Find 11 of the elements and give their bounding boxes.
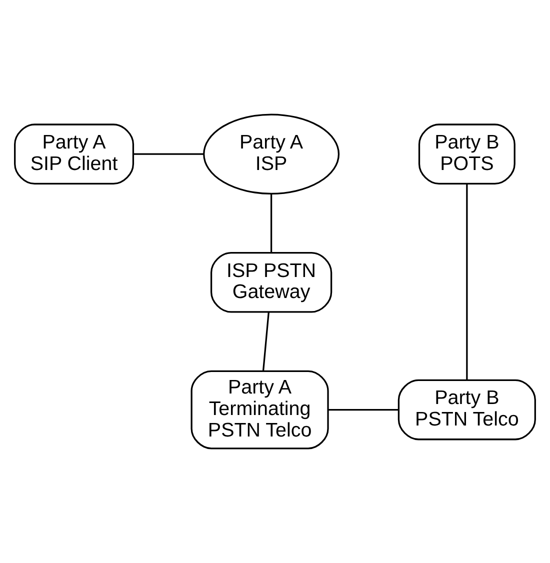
connector — [466, 184, 468, 380]
node-box: Party B PSTN Telco — [398, 379, 536, 440]
node-box: ISP PSTN Gateway — [210, 252, 332, 313]
node-ellipse: Party A ISP — [203, 114, 340, 194]
node-box: Party B POTS — [418, 124, 516, 184]
connector — [270, 194, 272, 253]
connector — [262, 312, 270, 372]
node-box: Party A SIP Client — [14, 124, 134, 184]
connector — [328, 408, 398, 411]
node-box: Party A Terminating PSTN Telco — [190, 370, 329, 450]
connector — [133, 153, 204, 155]
